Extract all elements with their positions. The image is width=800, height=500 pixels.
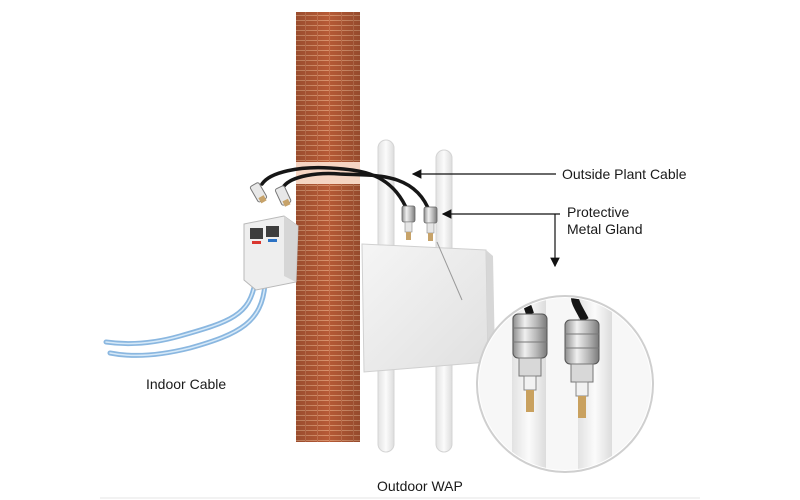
outdoor-wap xyxy=(361,243,495,373)
outside-plant-cables xyxy=(260,165,432,215)
metal-gland-icon xyxy=(512,313,548,412)
protective-gland-label-line1: Protective xyxy=(567,204,630,220)
protective-metal-gland-label: Protective Metal Gland xyxy=(567,204,642,238)
metal-gland-icon xyxy=(401,205,438,241)
callout-leader xyxy=(436,241,463,301)
rj45-connector-icon xyxy=(249,182,292,207)
metal-gland-icon xyxy=(564,319,600,418)
outdoor-wap-label: Outdoor WAP xyxy=(377,478,463,494)
indoor-cables xyxy=(103,279,268,358)
outside-plant-cable-label: Outside Plant Cable xyxy=(562,166,687,182)
magnifier-callout-icon xyxy=(476,295,654,473)
indoor-cable-label: Indoor Cable xyxy=(146,376,227,392)
protective-gland-arrows xyxy=(441,209,560,268)
brick-wall xyxy=(296,12,360,442)
protective-gland-label-line2: Metal Gland xyxy=(567,221,643,237)
wall-jack-icon xyxy=(243,215,299,291)
